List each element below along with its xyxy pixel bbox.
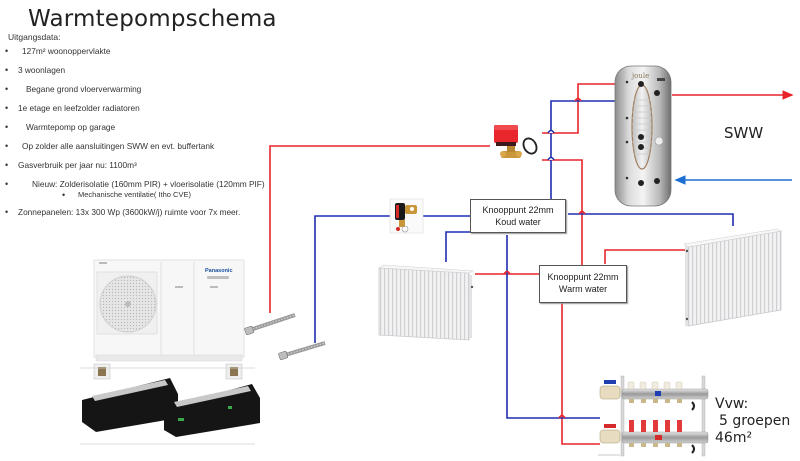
intro-list-item-text: Begane grond vloerverwarming [26,84,142,94]
underfloor-label-groups: 5 groepen [719,413,791,429]
bullet-icon: • [5,65,9,75]
intro-list-item-text: Gasverbruik per jaar nu: 1100m³ [18,160,137,170]
heat-pump-brand: Panasonic [205,268,233,274]
tank-brand: joule [631,72,649,80]
anti-vibration-feet-thumbs [93,363,243,380]
intro-list-item-text: 127m² woonoppervlakte [22,46,111,56]
underfloor-label-title: Vvw: [715,396,749,412]
underfloor-manifold [598,375,709,457]
intro-list-item-text: 3 woonlagen [18,65,66,75]
cold-pipe-knot-to-radiator-left [445,231,479,262]
hot-pipe-radiator-right [604,249,686,264]
hot-pipe-valve-to-warm [542,159,583,266]
bullet-icon: • [5,160,9,170]
three-way-valve [494,125,538,158]
heat-pump-unit: Panasonic [93,259,245,362]
cold-pipe-knot-to-radiator-right [568,213,734,226]
hot-pipe-valve-to-tank [542,83,618,134]
intro-list-item-text: 1e etage en leefzolder radiatoren [18,103,140,113]
intro-list-item-text: Nieuw: Zolderisolatie (160mm PIR) + vloe… [32,179,265,189]
cold-pipe-knot-to-tank [550,100,618,199]
bullet-icon: • [62,190,66,200]
diagram-title: Warmtepompschema [28,6,277,32]
intro-list-item-text: Warmtepomp op garage [26,122,116,132]
hot-pipe-to-manifold [561,302,600,445]
warm-water-junction: Knooppunt 22mm Warm water [539,265,627,303]
sww-label: SWW [724,124,764,142]
bullet-icon: • [5,122,9,132]
intro-list-item-text: Op zolder alle aansluitingen SWW en evt.… [22,141,215,151]
air-dirt-separator [389,198,424,234]
cold-pipe-heatpump-to-separator [314,215,390,343]
rubber-mounting-blocks [82,378,260,437]
cold-junction-line1: Knooppunt 22mm [482,205,554,215]
bullet-icon: • [5,103,9,113]
bullet-icon: • [5,84,9,94]
underfloor-label-area: 46m² [715,430,753,446]
cold-water-junction: Knooppunt 22mm Koud water [470,199,566,233]
hot-water-tank: joule [614,65,672,207]
radiator-right [683,228,782,327]
radiator-left [378,264,475,341]
intro-subtitle: Uitgangsdata: [8,32,61,42]
cold-junction-line2: Koud water [495,217,541,227]
bullet-icon: • [5,207,9,217]
bullet-icon: • [5,141,9,151]
cold-water-pipes [314,100,734,419]
underfloor-label: Vvw: 5 groepen 46m² [715,396,790,447]
warm-junction-line1: Knooppunt 22mm [547,272,619,282]
intro-list-item-text: Zonnepanelen: 13x 300 Wp (3600kW/j) ruim… [18,207,241,217]
hot-pipe-heatpump-to-valve [269,145,490,313]
bullet-icon: • [5,46,9,56]
intro-list-item-text: Mechanische ventilatie( Itho CVE) [78,190,191,199]
bullet-icon: • [5,179,9,189]
cold-pipe-to-manifold [506,235,600,419]
warm-junction-line2: Warm water [558,284,608,294]
flexible-hoses [244,313,326,361]
